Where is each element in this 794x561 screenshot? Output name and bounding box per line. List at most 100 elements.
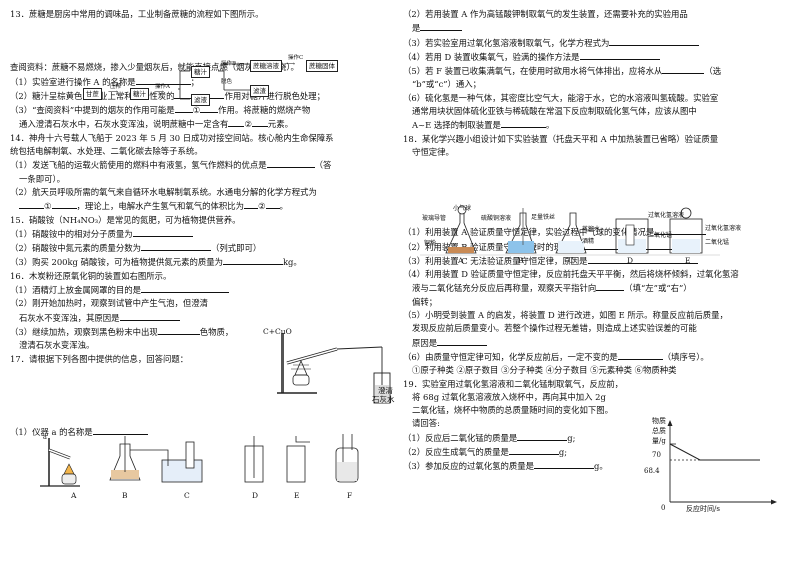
chart-xlabel: 反应时间/s bbox=[686, 505, 720, 513]
chart-y-arrow bbox=[667, 420, 673, 426]
q18-letter-c: C bbox=[568, 256, 574, 265]
q18-apparatus-figure bbox=[420, 205, 720, 256]
arrow-icon: ⟶ bbox=[154, 88, 165, 96]
answer-blank[interactable] bbox=[437, 336, 488, 346]
answer-blank[interactable] bbox=[92, 425, 148, 435]
left-column: 13．蔗糖是厨房中常用的调味品，工业制备蔗糖的流程如下图所示。 查阅资料：蔗糖不… bbox=[10, 8, 388, 439]
q19-title: 19．实验室用过氧化氢溶液和二氧化锰制取氧气，反应前， bbox=[403, 378, 624, 389]
q18-label-balloon: 小气球 bbox=[453, 205, 472, 212]
answer-blank[interactable] bbox=[174, 103, 193, 114]
q17-label-d: D bbox=[252, 491, 259, 500]
answer-blank[interactable] bbox=[596, 281, 625, 292]
answer-blank[interactable] bbox=[617, 350, 663, 360]
q16-label-c-cuo: C+CuO bbox=[263, 327, 292, 336]
q16-label-limewater-1: 澄清 bbox=[378, 386, 393, 395]
chart-origin: 0 bbox=[661, 504, 666, 512]
answer-blank[interactable] bbox=[140, 241, 211, 252]
flow-label-op-a: 操作A bbox=[155, 84, 170, 90]
answer-blank[interactable] bbox=[222, 255, 283, 266]
q18-label-iron: 足量铁丝 bbox=[531, 214, 556, 221]
answer-blank[interactable] bbox=[265, 199, 280, 210]
flow-box-sucrose-solid: 蔗糖固体 bbox=[306, 60, 338, 72]
answer-blank[interactable] bbox=[609, 36, 700, 46]
answer-blank[interactable] bbox=[132, 227, 193, 237]
answer-blank[interactable] bbox=[587, 254, 698, 264]
chart-series-line bbox=[669, 443, 760, 461]
flow-box-sucrose-solution: 蔗糖溶液 bbox=[250, 60, 282, 72]
q17-label-f: F bbox=[347, 491, 353, 500]
answer-blank[interactable] bbox=[140, 283, 229, 294]
chart-ylabel-3: 量/g bbox=[652, 437, 666, 445]
answer-blank[interactable] bbox=[51, 199, 77, 210]
q18-letter-b: B bbox=[518, 256, 524, 265]
answer-blank[interactable] bbox=[228, 117, 245, 128]
q14-title: 14．神舟十六号载人飞船于 2023 年 5 月 30 日成功对接空间站。核心舱… bbox=[10, 132, 334, 143]
flow-box-sugarcane: 甘蔗 bbox=[83, 88, 102, 100]
q14-title2: 统包括电解制氧、水处理、二氧化碳去除等子系统。 bbox=[10, 146, 203, 157]
q17-label-a: A bbox=[71, 491, 77, 500]
flow-box-juice2: 糖汁 bbox=[191, 66, 210, 78]
flow-box-residue: 滤渣 bbox=[250, 85, 269, 97]
q18-label-h2o2-e: 过氧化氢溶液 bbox=[705, 225, 742, 232]
q18-label-mno2-e: 二氧化锰 bbox=[705, 239, 730, 246]
q16-title: 16．木炭粉还原氧化铜的装置如右图所示。 bbox=[10, 270, 172, 281]
answer-blank[interactable] bbox=[135, 75, 191, 85]
answer-blank[interactable] bbox=[244, 199, 259, 210]
q18-title: 18．某化学兴趣小组设计如下实验装置（托盘天平和 A 中加热装置已省略）验证质量 bbox=[403, 133, 719, 144]
answer-blank[interactable] bbox=[420, 21, 463, 32]
answer-blank[interactable] bbox=[533, 459, 594, 470]
answer-blank[interactable] bbox=[508, 445, 559, 456]
q19-chart bbox=[667, 420, 777, 505]
answer-blank[interactable] bbox=[500, 118, 546, 129]
q17-mark-a: a bbox=[43, 433, 47, 441]
flow-box-juice: 糖汁 bbox=[130, 88, 149, 100]
q17-label-b: B bbox=[122, 491, 128, 500]
q17-label-e: E bbox=[294, 491, 300, 500]
q18-label-alcohol: 酒精 bbox=[582, 238, 595, 245]
answer-blank[interactable] bbox=[266, 158, 315, 169]
q17-title: 17．请根据下列各图中提供的信息，回答问题： bbox=[10, 353, 189, 364]
answer-blank[interactable] bbox=[579, 50, 660, 60]
q16-label-limewater-2: 石灰水 bbox=[372, 395, 395, 404]
chart-ylabel-1: 物质 bbox=[652, 417, 666, 425]
q18-label-water: 蒸馏水 bbox=[582, 226, 601, 233]
answer-blank[interactable] bbox=[251, 117, 268, 128]
chart-tick-68-4: 68.4 bbox=[644, 467, 660, 475]
q13-title: 13．蔗糖是厨房中常用的调味品，工业制备蔗糖的流程如下图所示。 bbox=[10, 9, 264, 19]
q18-letter-e: E bbox=[685, 256, 691, 265]
q18-label-cuso4: 硫酸铜溶液 bbox=[481, 215, 512, 222]
answer-blank[interactable] bbox=[157, 325, 200, 335]
flow-label-op-c: 操作C bbox=[288, 55, 304, 61]
q18-label-mno2-d: 二氧化锰 bbox=[648, 232, 673, 239]
q16-apparatus-figure bbox=[277, 333, 391, 404]
q18-letter-a: A bbox=[458, 256, 464, 265]
chart-x-arrow bbox=[771, 499, 777, 505]
flow-branch-lines-2 bbox=[218, 63, 250, 91]
q13-s3: （3）“查阅资料”中提到的烟灰的作用可能是 bbox=[10, 105, 175, 116]
arrow-icon: ⟶ bbox=[108, 88, 119, 96]
answer-blank[interactable] bbox=[654, 225, 707, 236]
flow-label-press: 压榨 bbox=[110, 84, 122, 90]
flow-branch-lines bbox=[178, 70, 190, 100]
answer-blank[interactable] bbox=[19, 199, 44, 210]
q17-apparatus-figure bbox=[40, 434, 359, 487]
q18-label-copper: 铜粉 bbox=[424, 240, 437, 247]
q15-title: 15．硝酸铵（NH₄NO₃）是常见的氮肥，可为植物提供营养。 bbox=[10, 214, 241, 225]
flow-label-decolor: 脱色 bbox=[221, 79, 233, 85]
q13-s1: （1）实验室进行操作 A 的名称是 bbox=[10, 76, 136, 87]
q18-label-tube: 玻璃导管 bbox=[422, 215, 447, 222]
answer-blank[interactable] bbox=[662, 64, 705, 75]
q17-label-c: C bbox=[184, 491, 190, 500]
chart-tick-70: 70 bbox=[652, 451, 661, 459]
chart-ylabel-2: 总质 bbox=[652, 427, 666, 435]
answer-blank[interactable] bbox=[119, 311, 180, 321]
q13-info: 查阅资料：蔗糖不易燃烧，掺入少量烟灰后，就能直接点燃（烟灰不能燃烧）。 bbox=[10, 62, 299, 73]
q18-options: ①原子种类 ②原子数目 ③分子种类 ④分子数目 ⑤元素种类 ⑥物质种类 bbox=[412, 365, 677, 376]
flow-box-filtrate: 滤液 bbox=[191, 94, 210, 106]
q18-letter-d: D bbox=[627, 256, 634, 265]
q13-flowchart-space bbox=[10, 21, 388, 61]
q18-label-h2o2-d: 过氧化氢溶液 bbox=[648, 212, 685, 219]
answer-blank[interactable] bbox=[200, 103, 219, 114]
arrow-icon: ⟶ bbox=[285, 60, 296, 68]
answer-blank[interactable] bbox=[517, 431, 568, 441]
